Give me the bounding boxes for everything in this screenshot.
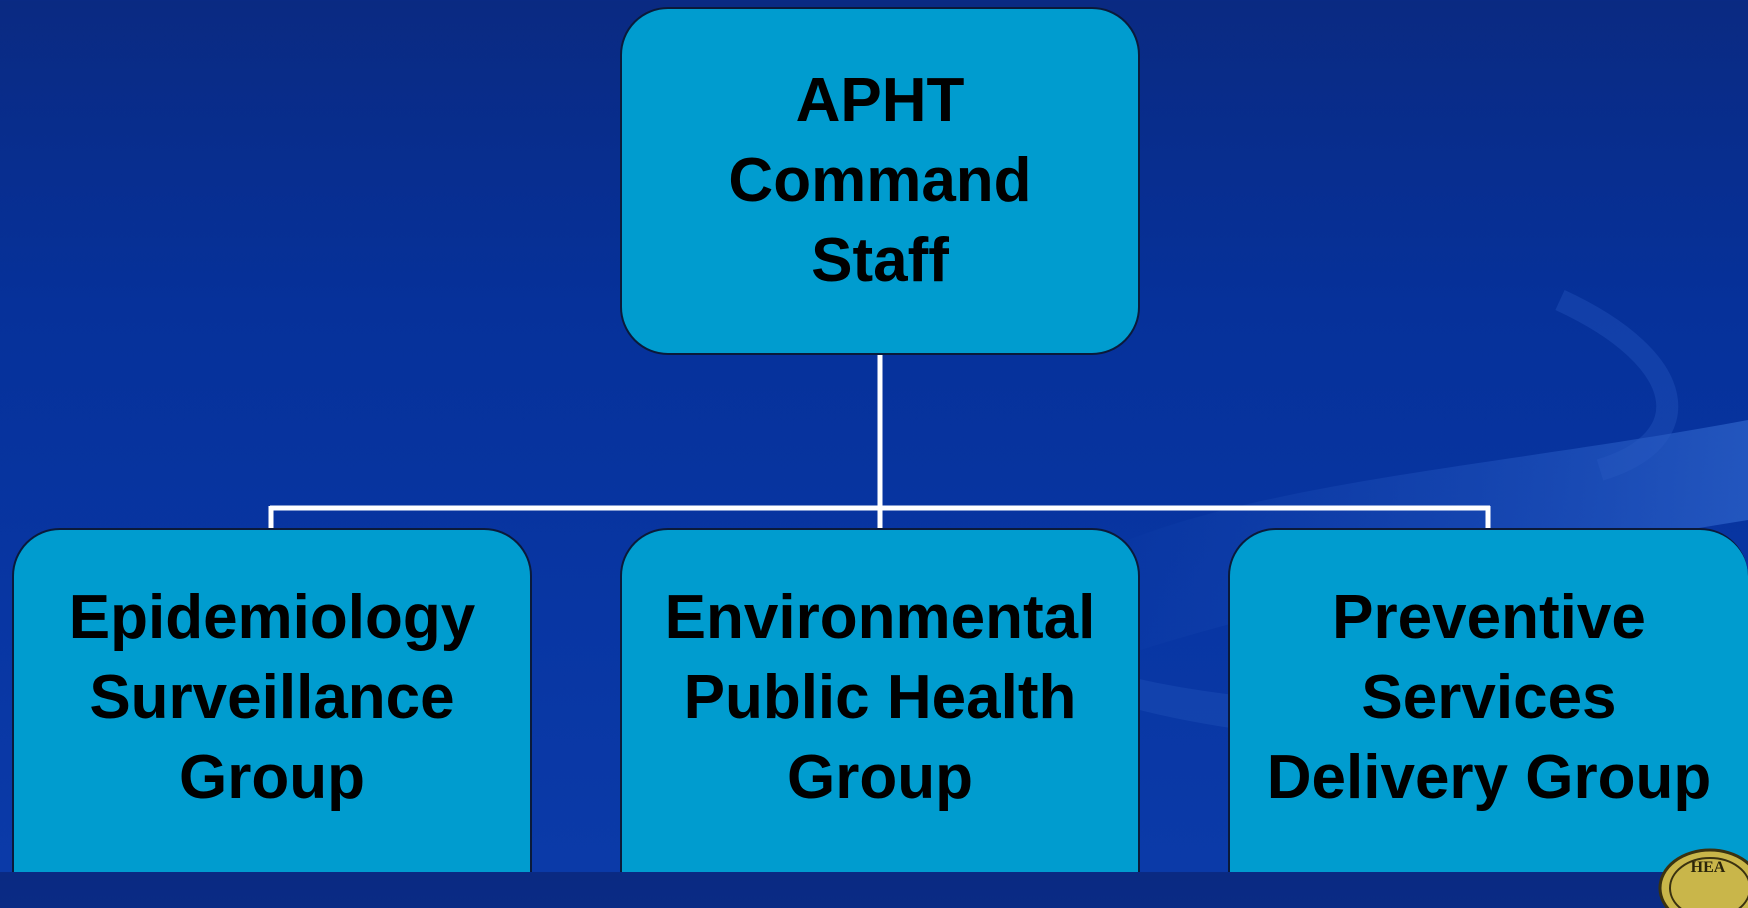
node-environmental-public-health-group: Environmental Public Health Group: [620, 528, 1140, 872]
seal-logo-icon: HEA: [1658, 848, 1748, 908]
node-apht-command-staff: APHT Command Staff: [620, 7, 1140, 355]
seal-text: HEA: [1691, 859, 1726, 876]
connector-lines: [0, 0, 1748, 872]
node-label: Epidemiology Surveillance Group: [68, 583, 476, 812]
node-epidemiology-surveillance-group: Epidemiology Surveillance Group: [12, 528, 532, 872]
node-label: Environmental Public Health Group: [664, 583, 1096, 812]
node-label: Preventive Services Delivery Group: [1266, 583, 1712, 812]
node-preventive-services-delivery-group: Preventive Services Delivery Group: [1228, 528, 1748, 872]
node-label: APHT Command Staff: [728, 66, 1032, 295]
